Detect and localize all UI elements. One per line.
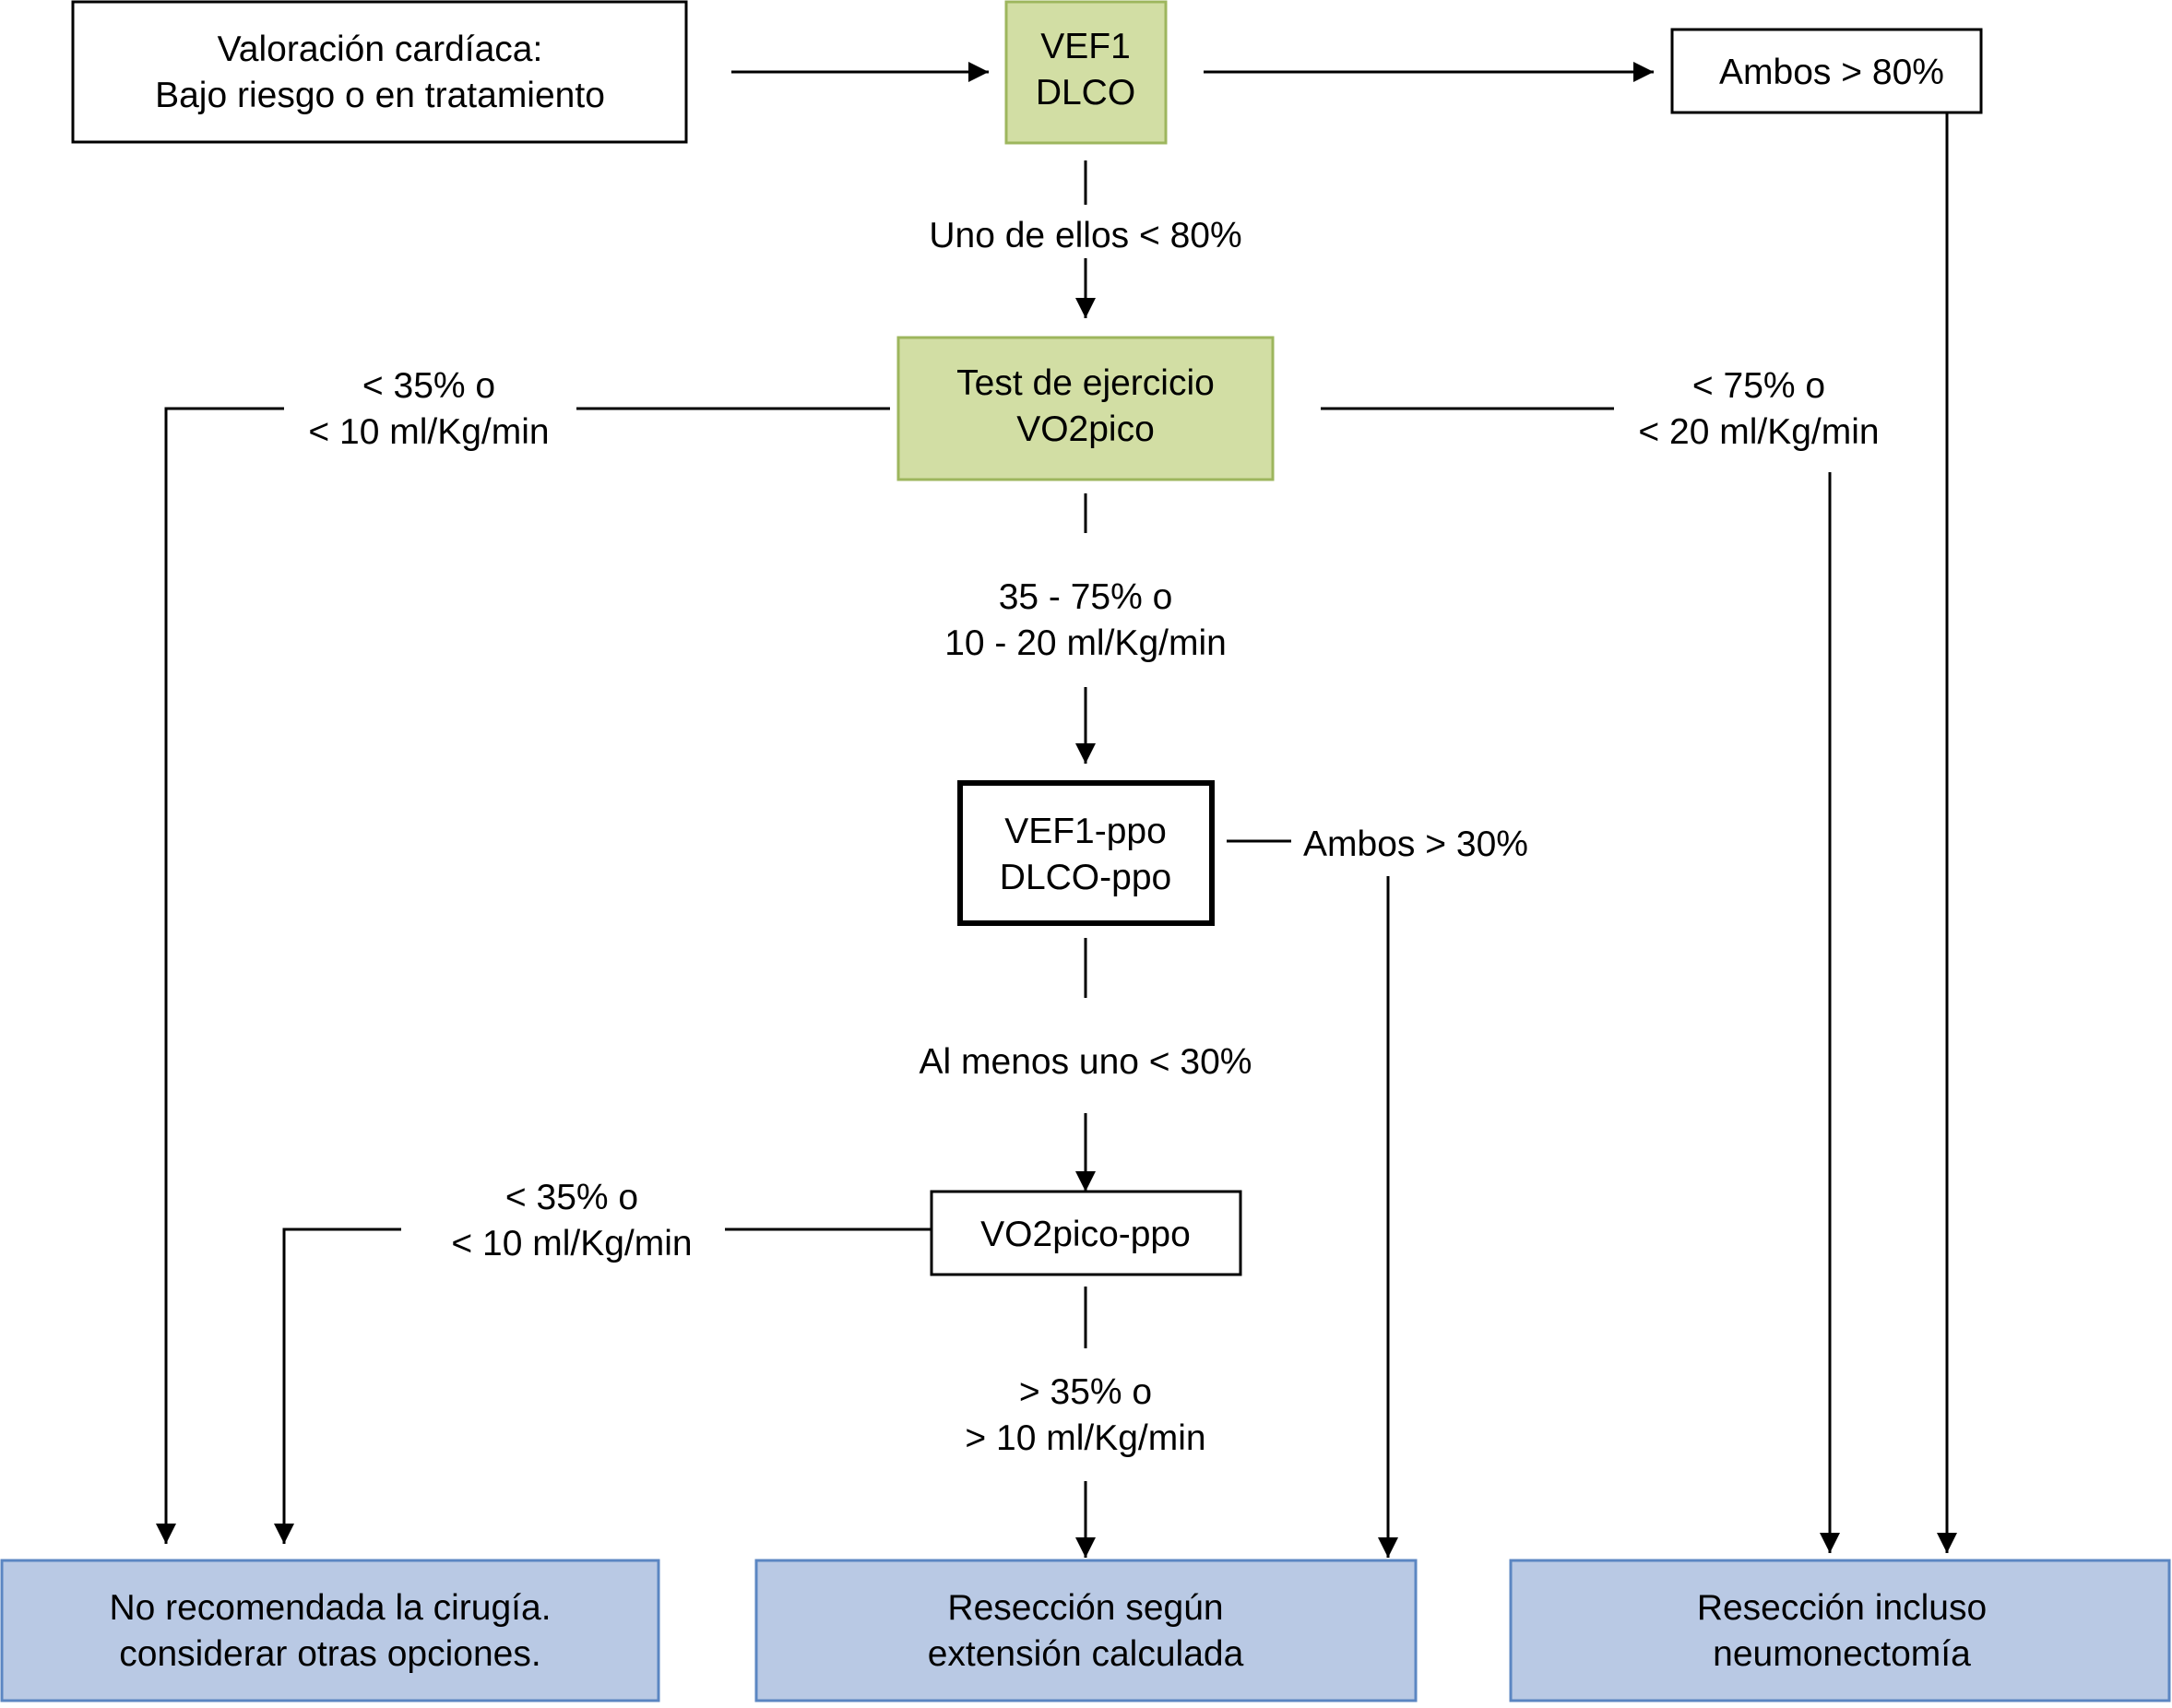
label-vo2-low-line-2: < 10 ml/Kg/min [451, 1224, 692, 1263]
node-no-surgery-line-1: No recomendada la cirugía. [109, 1588, 551, 1628]
node-no-surgery: No recomendada la cirugía. considerar ot… [0, 1559, 660, 1702]
node-resection-calc-line-2: extensión calculada [928, 1634, 1244, 1674]
label-exercise-high-line-2: < 20 ml/Kg/min [1638, 412, 1879, 452]
node-exercise-line-2: VO2pico [1016, 409, 1155, 449]
node-resection-pneumo-line-2: neumonectomía [1713, 1634, 1971, 1674]
node-cardiac-box [71, 0, 688, 144]
label-vo2-high-line-1: > 35% o [1019, 1372, 1152, 1412]
arrow-exercise-low-to-nosurgery [156, 407, 284, 1544]
node-resection-pneumonectomy: Resección incluso neumonectomía [1509, 1559, 2171, 1702]
node-both-80: Ambos > 80% [1670, 28, 1983, 114]
node-both-80-text: Ambos > 80% [1719, 53, 1944, 92]
connectors [156, 62, 1957, 1558]
node-vo2-ppo: VO2pico-ppo [930, 1190, 1242, 1276]
label-at-least-one-30: Al menos uno < 30% [920, 1042, 1252, 1082]
label-exercise-low-line-1: < 35% o [362, 366, 495, 406]
node-vef1-dlco-box [1004, 0, 1168, 145]
node-resection-calc-box [754, 1559, 1418, 1702]
node-cardiac-line-2: Bajo riesgo o en tratamiento [155, 76, 605, 115]
node-no-surgery-line-2: considerar otras opciones. [119, 1634, 540, 1674]
label-exercise-mid-line-2: 10 - 20 ml/Kg/min [944, 623, 1227, 663]
node-resection-pneumo-box [1509, 1559, 2171, 1702]
node-resection-pneumo-line-1: Resección incluso [1697, 1588, 1987, 1628]
node-resection-calculated: Resección según extensión calculada [754, 1559, 1418, 1702]
node-exercise-box [896, 336, 1275, 481]
node-cardiac-assessment: Valoración cardíaca: Bajo riesgo o en tr… [71, 0, 688, 144]
label-exercise-low-line-2: < 10 ml/Kg/min [308, 412, 549, 452]
node-cardiac-line-1: Valoración cardíaca: [218, 30, 543, 69]
node-exercise-test: Test de ejercicio VO2pico [896, 336, 1275, 481]
label-exercise-mid-line-1: 35 - 75% o [999, 577, 1173, 617]
label-one-below-80: Uno de ellos < 80% [929, 216, 1241, 255]
label-exercise-high-line-1: < 75% o [1692, 366, 1825, 406]
node-ppo-line-2: DLCO-ppo [1000, 858, 1171, 897]
arrow-vo2-low-to-nosurgery [274, 1228, 401, 1544]
node-vef1-dlco: VEF1 DLCO [1004, 0, 1168, 145]
node-vef1-dlco-line-1: VEF1 [1040, 27, 1131, 66]
node-ppo: VEF1-ppo DLCO-ppo [957, 780, 1215, 926]
node-both-80-box [1670, 28, 1983, 114]
edge-labels: Uno de ellos < 80% < 35% o < 10 ml/Kg/mi… [308, 216, 1879, 1458]
label-vo2-low-line-1: < 35% o [505, 1178, 638, 1217]
node-no-surgery-box [0, 1559, 660, 1702]
node-vo2-ppo-text: VO2pico-ppo [980, 1215, 1191, 1254]
node-ppo-line-1: VEF1-ppo [1004, 812, 1167, 851]
node-resection-calc-line-1: Resección según [947, 1588, 1223, 1628]
node-ppo-box [957, 780, 1215, 926]
node-vef1-dlco-line-2: DLCO [1036, 73, 1135, 113]
node-exercise-line-1: Test de ejercicio [956, 363, 1215, 403]
node-vo2-ppo-box [930, 1190, 1242, 1276]
label-both-30: Ambos > 30% [1303, 824, 1528, 864]
label-vo2-high-line-2: > 10 ml/Kg/min [965, 1418, 1205, 1458]
